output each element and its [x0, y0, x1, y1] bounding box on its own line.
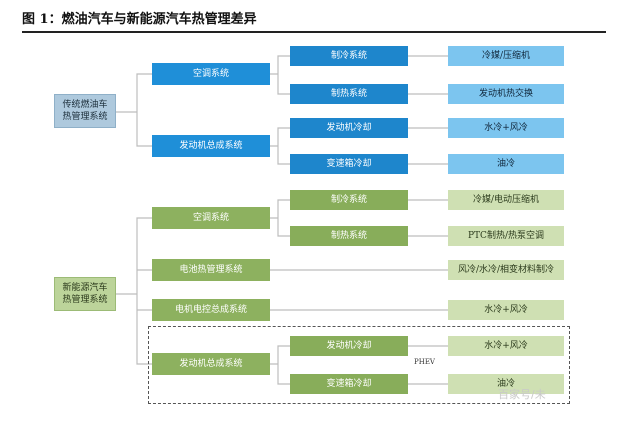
connector-nev-root [116, 217, 152, 365]
connector-trad-root [116, 73, 152, 147]
title-underline [22, 31, 606, 33]
nev-battery-system-node: 电池热管理系统 [152, 259, 270, 281]
nev-ac-system-node: 空调系统 [152, 207, 270, 229]
figure-title: 图 1：燃油汽车与新能源汽车热管理差异 [22, 12, 257, 27]
connector-trad-engine [270, 127, 290, 165]
nev-root-node: 新能源汽车 热管理系统 [54, 277, 116, 311]
trad-refrigerant-compressor-node: 冷媒/压缩机 [448, 46, 564, 66]
connector-nev-engine [270, 345, 290, 385]
trad-cooling-system-node: 制冷系统 [290, 46, 408, 66]
connector-trad-outputs [408, 55, 448, 165]
nev-engine-system-node: 发动机总成系统 [152, 353, 270, 375]
nev-motor-water-air-cooling-node: 水冷+风冷 [448, 300, 564, 320]
connector-nev-ac [270, 199, 290, 237]
nev-motor-control-system-node: 电机电控总成系统 [152, 299, 270, 321]
trad-engine-heat-exchange-node: 发动机热交换 [448, 84, 564, 104]
nev-cooling-system-node: 制冷系统 [290, 190, 408, 210]
nev-battery-cooling-methods-node: 风冷/水冷/相变材料制冷 [448, 260, 564, 280]
trad-heating-system-node: 制热系统 [290, 84, 408, 104]
connector-nev-outputs [270, 199, 448, 385]
trad-engine-system-node: 发动机总成系统 [152, 135, 270, 157]
connector-trad-ac [270, 55, 290, 95]
nev-electric-compressor-node: 冷媒/电动压缩机 [448, 190, 564, 210]
nev-engine-water-air-cooling-node: 水冷+风冷 [448, 336, 564, 356]
nev-engine-cooling-node: 发动机冷却 [290, 336, 408, 356]
trad-gearbox-cooling-node: 变速箱冷却 [290, 154, 408, 174]
watermark: 百家号/未 [498, 388, 546, 401]
phev-label: PHEV [414, 358, 435, 366]
trad-oil-cooling-node: 油冷 [448, 154, 564, 174]
nev-gearbox-cooling-node: 变速箱冷却 [290, 374, 408, 394]
trad-ac-system-node: 空调系统 [152, 63, 270, 85]
phev-dashed-region [148, 326, 570, 404]
nev-heating-system-node: 制热系统 [290, 226, 408, 246]
nev-ptc-heatpump-node: PTC制热/热泵空调 [448, 226, 564, 246]
trad-water-air-cooling-node: 水冷+风冷 [448, 118, 564, 138]
trad-engine-cooling-node: 发动机冷却 [290, 118, 408, 138]
nev-oil-cooling-node: 油冷 [448, 374, 564, 394]
traditional-root-node: 传统燃油车 热管理系统 [54, 94, 116, 128]
